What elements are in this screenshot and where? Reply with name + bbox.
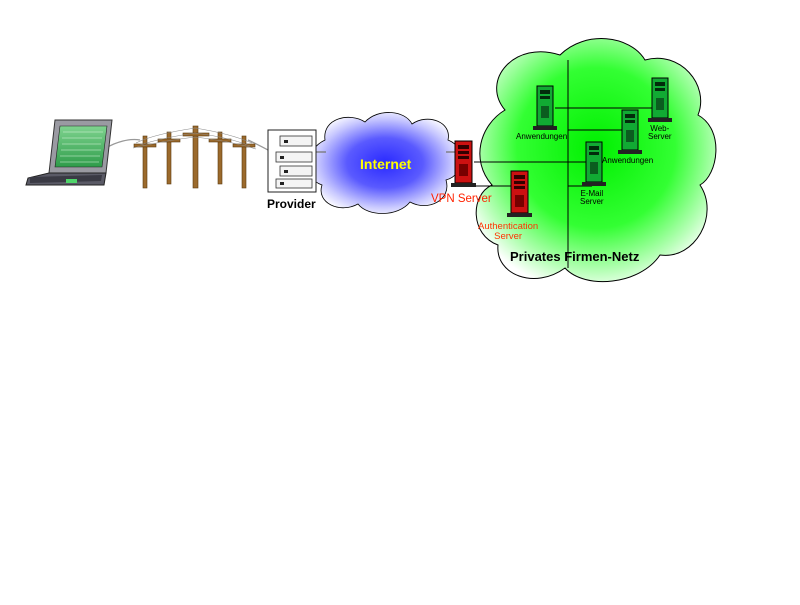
internet-cloud-icon (307, 112, 463, 214)
provider-rack-icon (267, 129, 317, 193)
web-server-label: Web- Server (648, 125, 672, 141)
laptop-icon (25, 119, 113, 186)
mail-server-icon (582, 141, 606, 186)
telephone-poles-icon (132, 125, 257, 189)
provider-label: Provider (267, 197, 316, 211)
lan-lines (474, 60, 660, 268)
app-server-1-label: Anwendungen (516, 132, 568, 141)
web-server-label-line2: Server (648, 132, 672, 141)
private-network-label: Privates Firmen-Netz (510, 249, 640, 264)
auth-server-icon (507, 170, 532, 217)
mail-server-label-line2: Server (580, 197, 604, 206)
auth-server-label-line2: Server (494, 230, 523, 242)
mail-server-label: E-Mail Server (580, 190, 604, 206)
app-server-2-label: Anwendungen (602, 156, 654, 165)
auth-server-label: Authentication Server (478, 222, 538, 241)
app-server-1-icon (533, 85, 557, 130)
internet-label: Internet (360, 156, 412, 172)
web-server-icon (648, 77, 672, 122)
vpn-server-label: VPN Server (431, 193, 492, 205)
auth-server-label-line1: Authentication (478, 221, 539, 232)
web-server-label-line1: Web- (650, 124, 670, 133)
app-server-2-icon (618, 109, 642, 154)
vpn-server-icon (451, 140, 476, 187)
mail-server-label-line1: E-Mail (580, 189, 604, 198)
